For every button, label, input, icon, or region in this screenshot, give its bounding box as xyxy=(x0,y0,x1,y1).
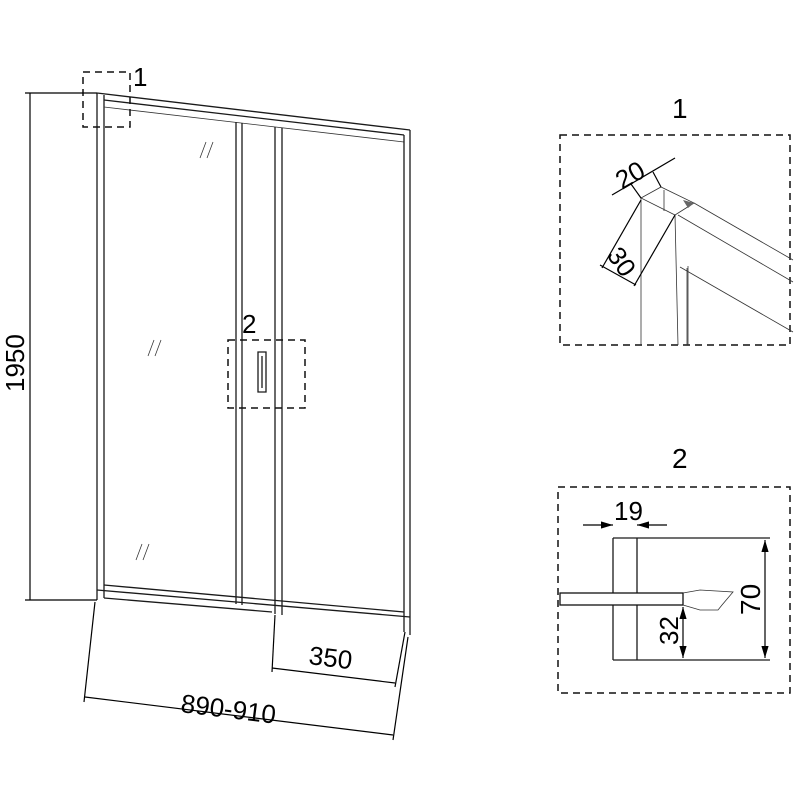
opening-dimension: 350 xyxy=(271,614,406,688)
detail-2-marker-box xyxy=(227,339,306,409)
profile-depth-label: 30 xyxy=(601,241,642,282)
detail-2-view: 2 19 70 32 xyxy=(557,443,791,694)
handle-height-label: 70 xyxy=(735,584,766,615)
detail-2-marker-label: 2 xyxy=(242,309,256,339)
height-dimension: 1950 xyxy=(0,92,97,601)
handle-width-label: 19 xyxy=(614,496,643,526)
detail-1-marker-label: 1 xyxy=(133,62,147,92)
seal-offset-label: 32 xyxy=(654,616,684,645)
width-dimension: 890-910 xyxy=(83,601,409,741)
door-front-view: 1 2 xyxy=(82,62,411,635)
detail-2-title: 2 xyxy=(672,443,688,474)
profile-width-label: 20 xyxy=(610,155,650,195)
glass-reflection-marks xyxy=(135,141,214,561)
width-dimension-label: 890-910 xyxy=(179,688,277,729)
detail-1-view: 1 20 30 xyxy=(559,93,794,346)
detail-1-marker-box xyxy=(82,71,131,128)
opening-dimension-label: 350 xyxy=(307,640,354,675)
height-dimension-label: 1950 xyxy=(0,334,30,392)
detail-1-title: 1 xyxy=(672,93,688,124)
door-handle xyxy=(257,351,267,393)
seal-profile xyxy=(682,589,734,611)
